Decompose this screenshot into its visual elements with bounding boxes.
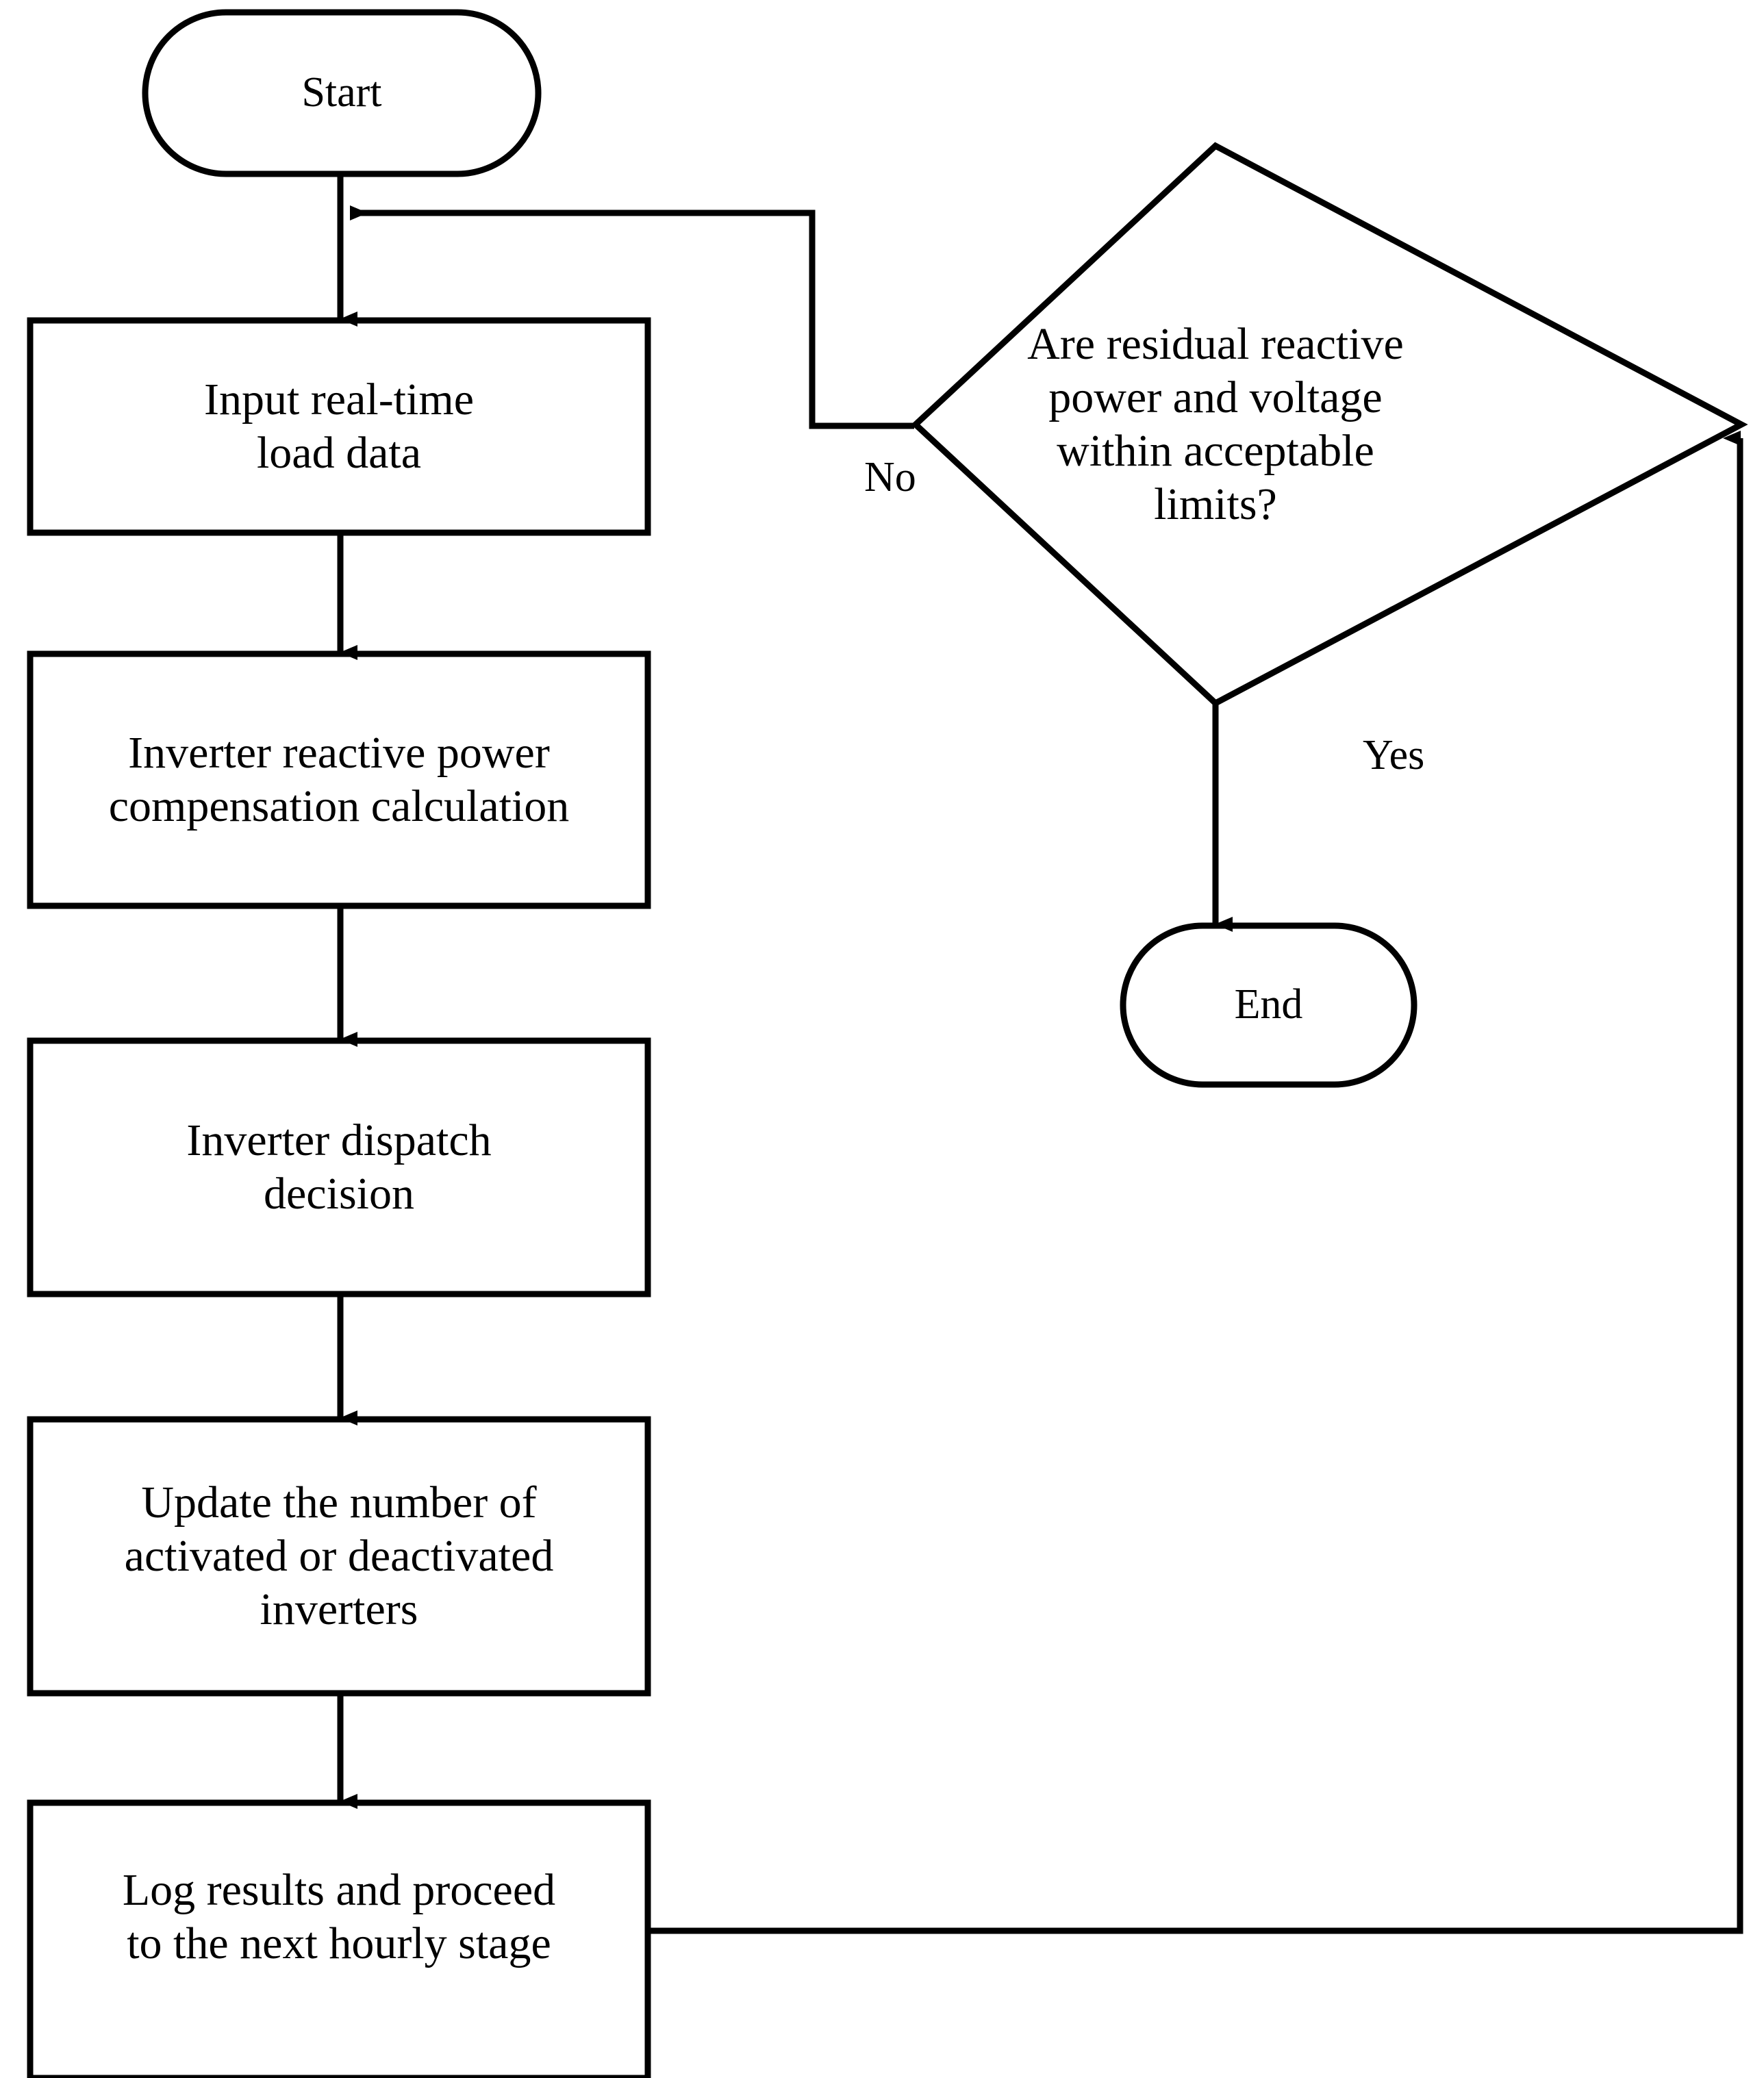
node-dispatch-decision-shape[interactable] (27, 1037, 651, 1297)
node-start-shape[interactable] (142, 9, 542, 177)
edge-label-no: No (864, 454, 916, 501)
edge-log-to-limits (648, 431, 1743, 1934)
node-input-load-shape[interactable] (27, 317, 651, 536)
edge-label-yes: Yes (1363, 732, 1425, 778)
edge-limits-no-to-input (350, 205, 914, 429)
node-limits-check-shape[interactable] (911, 142, 1748, 707)
node-update-inverters-shape[interactable] (27, 1416, 651, 1697)
node-compensation-calc-shape[interactable] (27, 650, 651, 909)
node-log-results-shape[interactable] (27, 1799, 651, 2078)
node-end-shape[interactable] (1120, 922, 1418, 1088)
